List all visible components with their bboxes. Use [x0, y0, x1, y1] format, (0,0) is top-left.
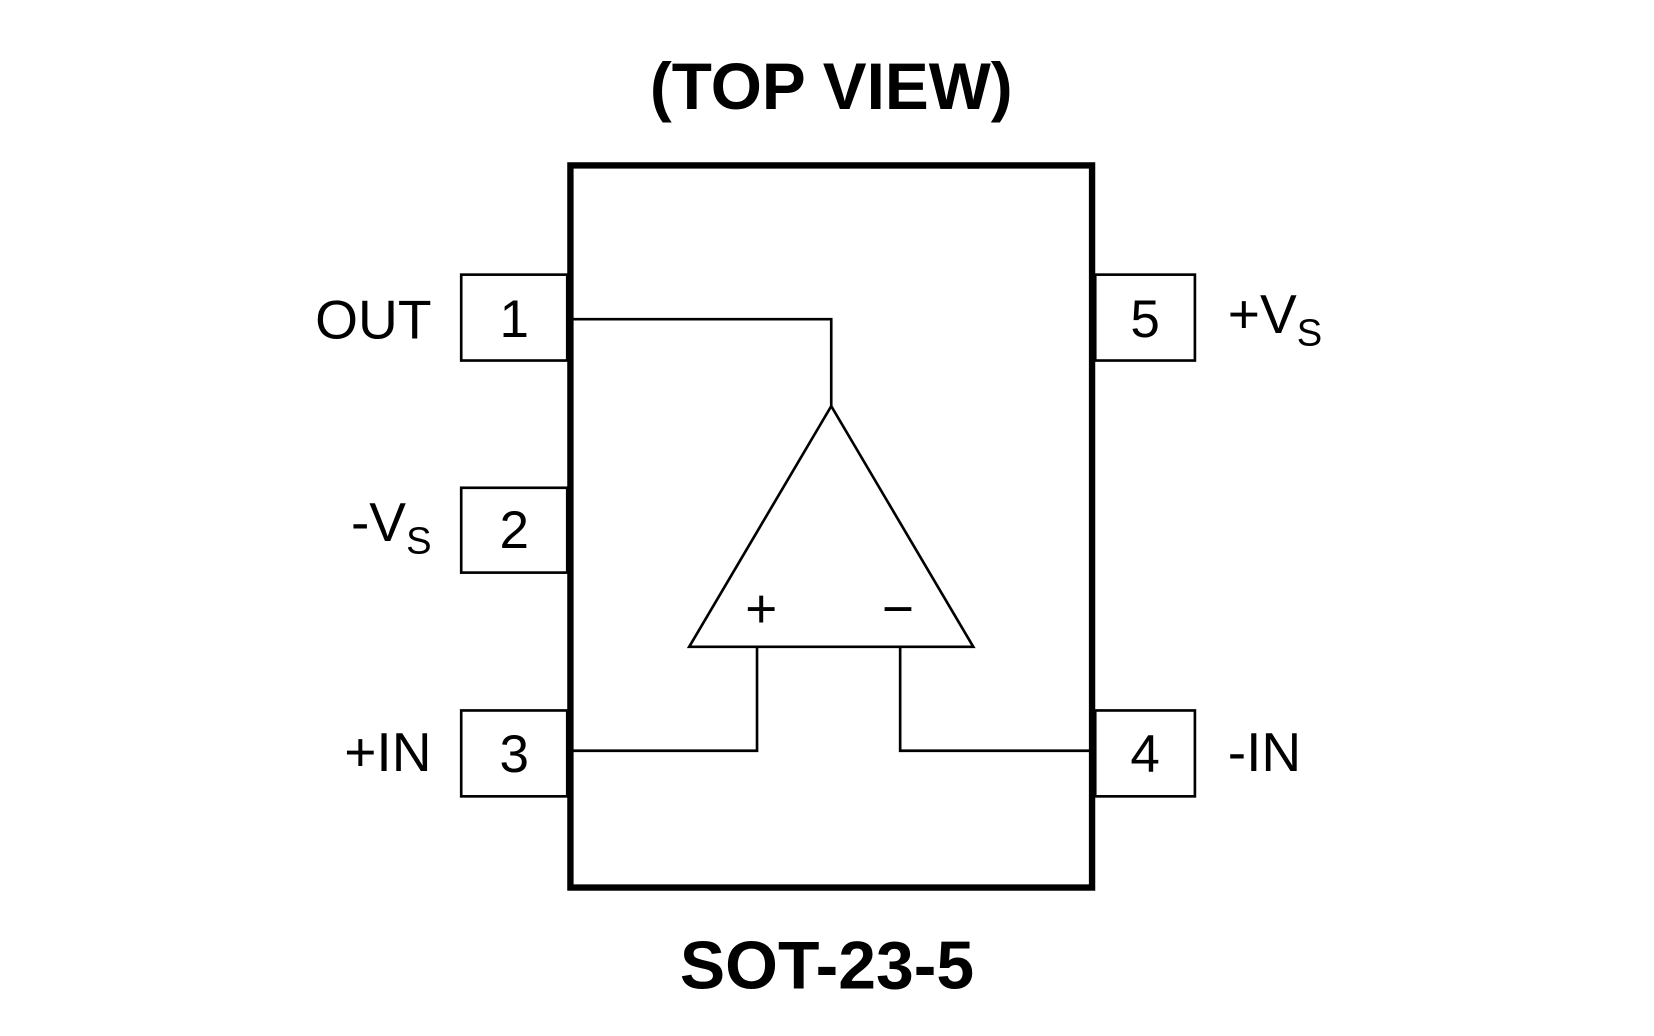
pin-5-label: +VS	[1228, 283, 1322, 355]
pin-2-number: 2	[499, 501, 528, 560]
pin-4-pad	[1093, 709, 1197, 798]
pin-3-pad	[459, 709, 569, 798]
pin-5-number: 5	[1130, 290, 1159, 349]
pin-4-label: -IN	[1228, 721, 1301, 783]
pin-5-pad	[1093, 273, 1197, 362]
view-title: (TOP VIEW)	[650, 49, 1013, 123]
package-name: SOT-23-5	[680, 928, 974, 1003]
output-trace	[572, 317, 833, 407]
package-body	[567, 162, 1096, 891]
minus-input-trace	[898, 646, 1094, 753]
pin-1-label: OUT	[315, 288, 431, 350]
pin-2-pad	[459, 486, 569, 574]
pin-3-number: 3	[499, 725, 528, 784]
opamp-plus-sign: +	[745, 578, 777, 640]
opamp-minus-sign: −	[882, 578, 914, 640]
plus-input-trace	[572, 646, 759, 753]
pin-1-number: 1	[499, 290, 528, 349]
pin-1-pad	[459, 273, 569, 362]
pin-3-label: +IN	[344, 721, 431, 783]
pin-4-number: 4	[1130, 725, 1159, 784]
pin-2-label: -VS	[351, 491, 432, 563]
opamp-triangle	[686, 403, 976, 649]
